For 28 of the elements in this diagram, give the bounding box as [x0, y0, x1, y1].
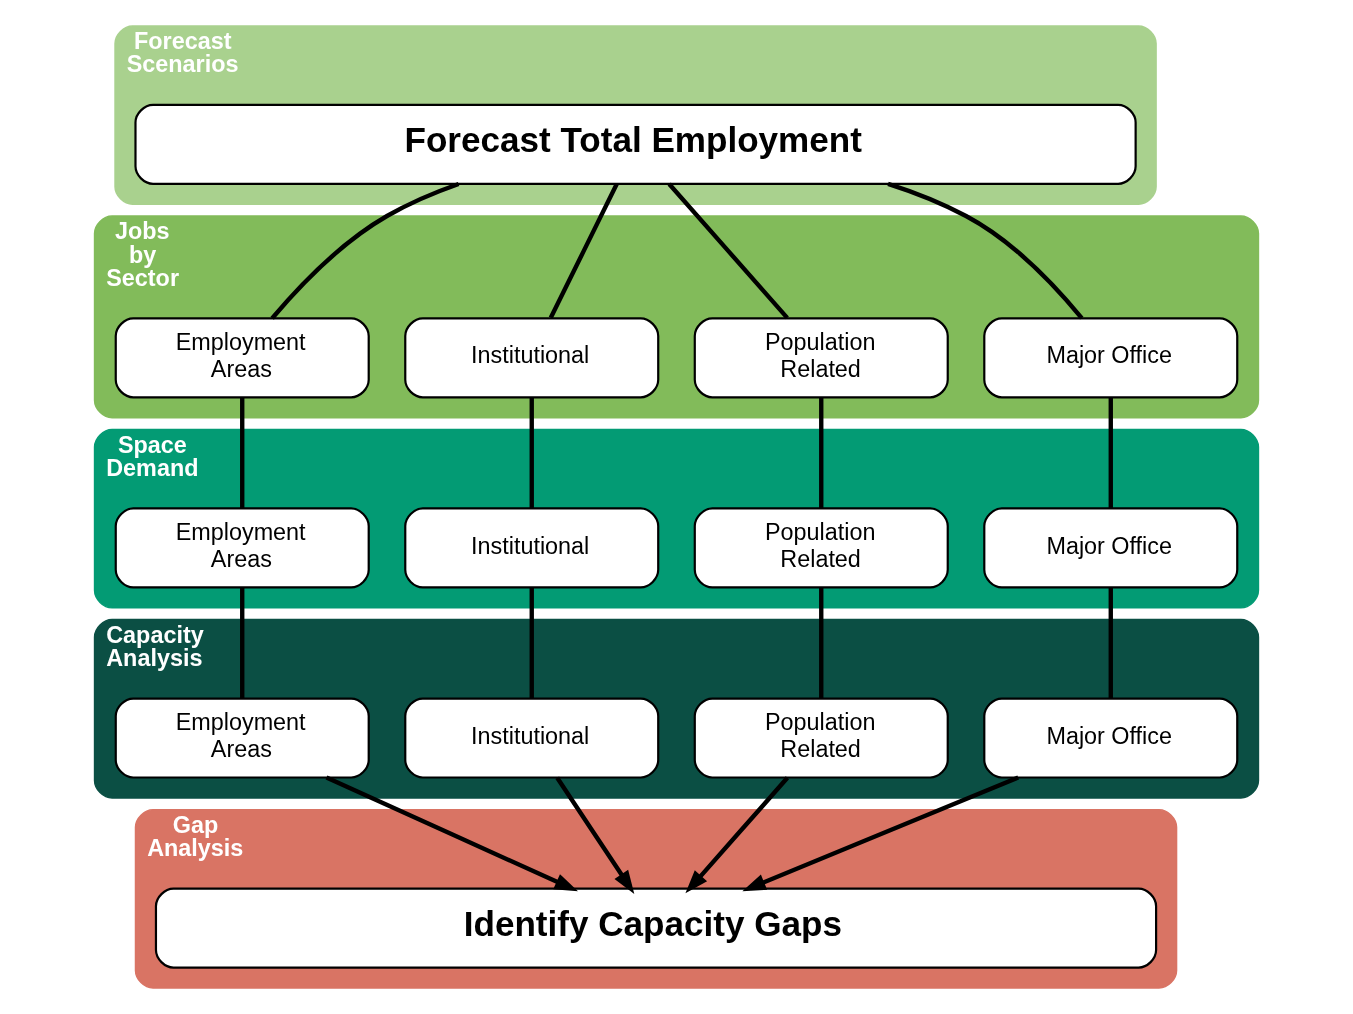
arrow [325, 775, 578, 892]
node-box: Institutional [404, 317, 660, 399]
connector [240, 587, 245, 699]
node-box: Population Related [693, 697, 949, 779]
arrow [685, 776, 790, 894]
node-box: Institutional [404, 507, 660, 589]
node-box: Population Related [693, 317, 949, 399]
connector [819, 397, 824, 509]
connector [529, 397, 534, 509]
connector [819, 587, 824, 699]
node-box: Population Related [693, 507, 949, 589]
node-box: Employment Areas [114, 697, 370, 779]
connector [1108, 587, 1113, 699]
node-box: Identify Capacity Gaps [154, 887, 1158, 969]
node-box: Major Office [983, 697, 1239, 779]
arrow [742, 775, 1020, 892]
node-box: Institutional [404, 697, 660, 779]
connector [529, 587, 534, 699]
node-box: Employment Areas [114, 507, 370, 589]
connector [667, 182, 789, 320]
connector [240, 397, 245, 509]
node-box: Major Office [983, 317, 1239, 399]
node-box: Forecast Total Employment [134, 103, 1137, 185]
connector [887, 181, 1084, 320]
connector [270, 181, 460, 320]
node-box: Employment Areas [114, 317, 370, 399]
connector [1108, 397, 1113, 509]
node-box: Major Office [983, 507, 1239, 589]
